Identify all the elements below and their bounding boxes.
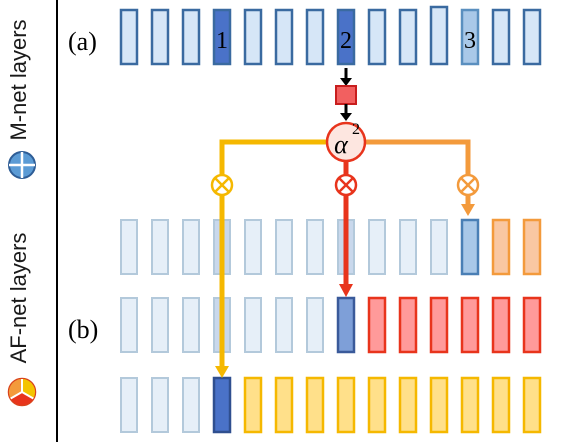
plus-circle-icon — [8, 151, 36, 179]
layer-number-2: 2 — [340, 28, 352, 54]
afnet-yellow-row-layer-11 — [429, 376, 449, 434]
afnet-yellow-row-layer-9 — [367, 376, 387, 434]
layer-blocks — [119, 5, 542, 434]
layer-number-1: 1 — [216, 28, 228, 54]
mnet-layer-9 — [367, 8, 387, 66]
afnet-yellow-row-layer-6 — [274, 376, 294, 434]
panel-label-a: (a) — [68, 27, 97, 56]
afnet-yellow-row-layer-3 — [182, 377, 200, 433]
afnet-red-row-layer-11 — [429, 296, 449, 354]
arrow-layer2-to-square — [340, 68, 352, 86]
multiply-circle-icon-yellow — [210, 173, 234, 197]
afnet-yellow-row-layer-2 — [151, 377, 169, 433]
mnet-layer-1 — [119, 8, 139, 66]
afnet-yellow-row-layer-4 — [212, 376, 232, 434]
mnet-layer-14 — [522, 8, 542, 66]
afnet-orange-row-layer-12 — [460, 218, 480, 276]
alpha-squared-node: α 2 — [325, 121, 367, 163]
afnet-orange-row-layer-2 — [151, 219, 169, 275]
afnet-orange-row-layer-7 — [306, 219, 324, 275]
mnet-layer-10 — [398, 8, 418, 66]
afnet-red-row-layer-7 — [306, 297, 324, 353]
afnet-orange-row-layer-6 — [275, 219, 293, 275]
arrow-square-to-alpha — [340, 104, 352, 121]
afnet-yellow-row-layer-7 — [305, 376, 325, 434]
afnet-red-row-layer-10 — [398, 296, 418, 354]
mnet-layer-2 — [150, 8, 170, 66]
afnet-red-row-layer-9 — [367, 296, 387, 354]
afnet-yellow-row-layer-13 — [491, 376, 511, 434]
yellow-branch — [215, 139, 330, 378]
svg-text:2: 2 — [352, 121, 360, 138]
afnet-orange-row-layer-10 — [399, 219, 417, 275]
afnet-orange-row-layer-5 — [244, 219, 262, 275]
mnet-layer-13 — [491, 8, 511, 66]
afnet-red-row-layer-12 — [460, 296, 480, 354]
afnet-yellow-row-layer-12 — [460, 376, 480, 434]
afnet-red-row-layer-13 — [491, 296, 511, 354]
afnet-orange-row-layer-1 — [120, 219, 138, 275]
mnet-layer-7 — [305, 8, 325, 66]
mnet-layer-5 — [243, 8, 263, 66]
mnet-layer-4 — [212, 8, 232, 66]
mnet-label: M-net layers — [6, 19, 31, 140]
afnet-red-row-layer-6 — [275, 297, 293, 353]
mnet-layer-11 — [429, 5, 449, 66]
orange-branch — [362, 139, 475, 216]
afnet-orange-row-layer-9 — [368, 219, 386, 275]
mnet-layer-12 — [460, 8, 480, 66]
afnet-red-row-layer-2 — [151, 297, 169, 353]
panel-label-b: (b) — [68, 315, 98, 344]
afnet-yellow-row-layer-8 — [336, 376, 356, 434]
afnet-orange-row-layer-3 — [182, 219, 200, 275]
afnet-red-row-layer-8 — [336, 296, 356, 354]
multiply-circle-icon-orange — [456, 173, 480, 197]
afnet-red-row-layer-3 — [182, 297, 200, 353]
afnet-red-row-layer-1 — [120, 297, 138, 353]
mnet-layer-3 — [181, 8, 201, 66]
afnet-red-row-layer-14 — [522, 296, 542, 354]
aggregator-square — [335, 85, 357, 105]
afnet-orange-row-layer-11 — [430, 219, 448, 275]
afnet-yellow-row-layer-10 — [398, 376, 418, 434]
afnet-yellow-row-layer-1 — [120, 377, 138, 433]
afnet-yellow-row-layer-14 — [522, 376, 542, 434]
afnet-label: AF-net layers — [6, 233, 31, 364]
layer-number-3: 3 — [464, 28, 476, 54]
afnet-orange-row-layer-13 — [491, 218, 511, 276]
afnet-red-row-layer-5 — [244, 297, 262, 353]
mnet-layer-6 — [274, 8, 294, 66]
three-way-split-icon — [7, 377, 37, 407]
afnet-yellow-row-layer-5 — [243, 376, 263, 434]
afnet-orange-row-layer-14 — [522, 218, 542, 276]
multiply-circle-icon-red — [334, 173, 358, 197]
mnet-layer-8 — [336, 8, 356, 66]
svg-text:α: α — [334, 130, 349, 159]
